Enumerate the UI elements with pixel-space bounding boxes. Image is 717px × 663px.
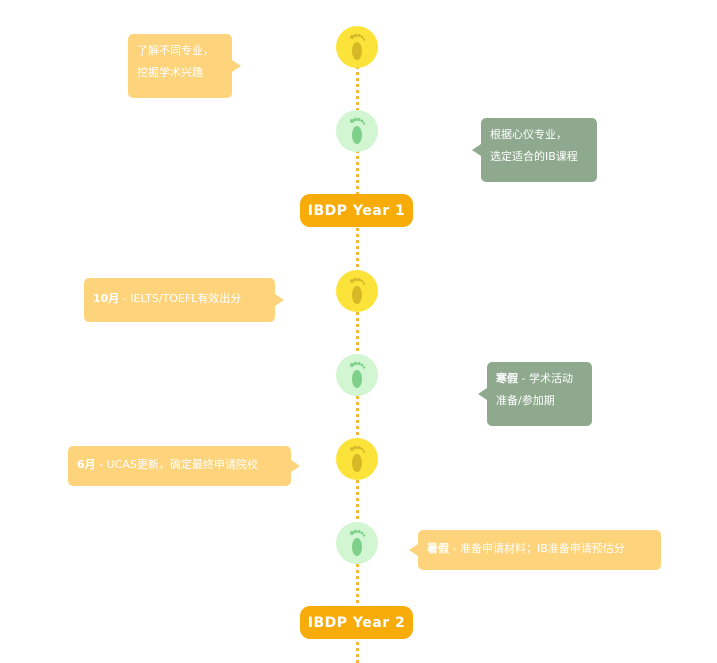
bubble-october-ielts: 10月 - IELTS/TOEFL有效出分 xyxy=(84,278,284,322)
footprint-icon xyxy=(350,361,366,388)
bubble-text: - UCAS更新，确定最终申请院校 xyxy=(95,458,258,471)
footprint-node-3 xyxy=(336,270,378,312)
year-1-label: IBDP Year 1 xyxy=(300,194,413,227)
footprint-icon xyxy=(350,529,366,556)
bubble-line: 根据心仪专业， xyxy=(490,128,567,141)
footprint-icon xyxy=(350,277,366,304)
bubble-june-ucas: 6月 - UCAS更新，确定最终申请院校 xyxy=(68,446,300,486)
bubble-bold: 暑假 xyxy=(427,542,449,555)
bubble-line: 选定适合的IB课程 xyxy=(490,150,578,163)
bubble-bold: 6月 xyxy=(77,458,96,471)
footprint-icon xyxy=(350,445,366,472)
bubble-summer-break: 暑假 - 准备申请材料；IB准备申请预估分 xyxy=(409,530,661,570)
bubble-bold: 寒假 xyxy=(496,372,518,385)
bubble-text: - 学术活动 xyxy=(518,372,573,385)
footprint-node-5 xyxy=(336,438,378,480)
footprint-node-4 xyxy=(336,354,378,396)
bubble-bold: 10月 xyxy=(93,292,120,305)
year-2-label: IBDP Year 2 xyxy=(300,606,413,639)
bubble-winter-break: 寒假 - 学术活动 准备/参加期 xyxy=(478,362,592,426)
bubble-text: - IELTS/TOEFL有效出分 xyxy=(119,292,242,305)
footprint-node-2 xyxy=(336,110,378,152)
bubble-line: 挖掘学术兴趣 xyxy=(137,66,203,79)
bubble-text: - 准备申请材料；IB准备申请预估分 xyxy=(449,542,625,555)
bubble-line: 了解不同专业， xyxy=(137,44,214,57)
bubble-line: 准备/参加期 xyxy=(496,394,555,407)
footprint-icon xyxy=(350,117,366,144)
bubble-explore-majors: 了解不同专业， 挖掘学术兴趣 xyxy=(128,34,241,98)
bubble-choose-ib-courses: 根据心仪专业， 选定适合的IB课程 xyxy=(472,118,597,182)
footprint-node-6 xyxy=(336,522,378,564)
footprint-icon xyxy=(350,33,366,60)
footprint-node-1 xyxy=(336,26,378,68)
